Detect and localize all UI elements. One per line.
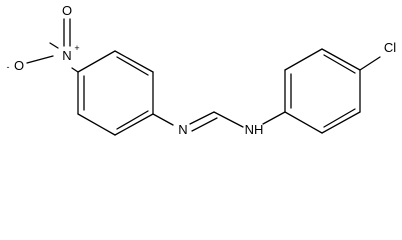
nitro-n-charge: +: [74, 43, 79, 53]
nitro-o-label: O: [62, 3, 72, 18]
nitro-o-minus-label: O: [14, 58, 24, 73]
nitro-n-label: N: [62, 48, 71, 63]
imine-n-label: N: [178, 122, 187, 137]
chemical-structure-diagram: N + O O - N NH Cl: [7, 3, 397, 137]
formamidine-linker: N NH: [152, 111, 286, 137]
nitrophenyl-ring: [77, 50, 154, 136]
chlorophenyl-ring: [284, 48, 361, 134]
amine-nh-label: NH: [245, 122, 264, 137]
chlorine-label: Cl: [384, 40, 396, 55]
chloro-substituent: Cl: [359, 40, 396, 71]
nitro-group: N + O O -: [7, 3, 80, 73]
nitro-o-minus-charge: -: [7, 62, 10, 72]
